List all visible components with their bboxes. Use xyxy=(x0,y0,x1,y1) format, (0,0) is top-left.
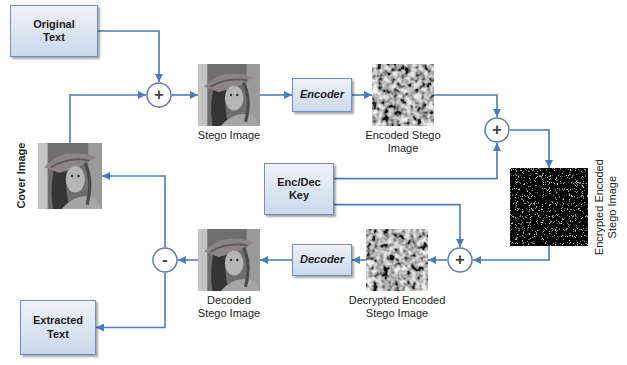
flow-arrow xyxy=(352,259,366,261)
stego-picture xyxy=(198,64,260,126)
image-frame: Decoded Stego Image xyxy=(198,229,260,291)
box-label: Enc/Dec Key xyxy=(271,176,327,202)
image-frame: Stego Image xyxy=(198,64,260,126)
operator-circle-shape xyxy=(153,248,177,272)
encoded-picture-noise xyxy=(372,64,434,126)
encrypted-picture-ground xyxy=(510,168,588,246)
encoded-picture-base xyxy=(372,64,434,126)
operator-circle-shape xyxy=(485,118,509,142)
image-caption: Encoded Stego Image xyxy=(358,129,448,155)
cover-picture xyxy=(38,143,102,209)
operator-symbol: - xyxy=(162,252,167,268)
process-box: Encoder xyxy=(292,78,352,112)
caption-holder: Decrypted Encoded Stego Image xyxy=(341,294,453,320)
flow-arrow xyxy=(473,246,549,260)
box-label: Decoder xyxy=(300,253,344,266)
process-box: Decoder xyxy=(292,244,352,276)
flow-arrow xyxy=(172,94,198,96)
image-frame: Decrypted Encoded Stego Image xyxy=(366,229,428,291)
caption-holder: Decoded Stego Image xyxy=(196,294,262,320)
operator-circle-shape xyxy=(147,83,171,107)
flow-arrow xyxy=(70,95,146,143)
decrypted-picture-base xyxy=(366,229,428,291)
operator-symbol: + xyxy=(455,252,464,268)
flow-arrow xyxy=(96,273,165,328)
decoded-picture xyxy=(198,229,260,291)
caption-holder: Encoded Stego Image xyxy=(358,129,448,155)
operator-symbol: + xyxy=(492,122,501,138)
flow-arrow xyxy=(428,259,447,261)
flow-arrow xyxy=(178,259,198,261)
image-caption: Cover Image xyxy=(15,131,28,221)
image-caption: Encrypted Encoded Stego Image xyxy=(593,152,619,262)
operator-circle: - xyxy=(152,247,178,273)
process-box: Enc/Dec Key xyxy=(264,163,334,215)
decrypted-picture-noise xyxy=(366,229,428,291)
flow-arrow xyxy=(334,205,460,247)
image-caption: Decoded Stego Image xyxy=(196,294,262,320)
encrypted-picture-noise xyxy=(510,168,588,246)
box-label: Extracted Text xyxy=(27,314,89,340)
flow-arrow xyxy=(434,95,497,117)
flow-arrow xyxy=(98,31,159,82)
operator-symbol: + xyxy=(154,87,163,103)
box-label: Original Text xyxy=(23,18,85,44)
image-frame: Encrypted Encoded Stego Image xyxy=(510,168,588,246)
image-caption: Decrypted Encoded Stego Image xyxy=(341,294,453,320)
flow-arrow xyxy=(510,130,549,168)
operator-circle: + xyxy=(447,247,473,273)
process-box: Original Text xyxy=(10,5,98,57)
box-label: Encoder xyxy=(300,88,344,101)
flow-arrow xyxy=(260,259,292,261)
image-caption: Stego Image xyxy=(189,129,269,142)
operator-circle-shape xyxy=(448,248,472,272)
caption-holder: Stego Image xyxy=(189,129,269,142)
operator-circle: + xyxy=(484,117,510,143)
process-box: Extracted Text xyxy=(20,300,96,355)
image-frame: Cover Image xyxy=(38,143,102,209)
image-frame: Encoded Stego Image xyxy=(372,64,434,126)
caption-holder: Cover Image xyxy=(15,131,28,221)
flow-arrow xyxy=(352,94,372,96)
caption-holder: Encrypted Encoded Stego Image xyxy=(593,152,619,262)
flow-arrow xyxy=(102,176,165,247)
operator-circle: + xyxy=(146,82,172,108)
flow-arrow xyxy=(260,94,292,96)
